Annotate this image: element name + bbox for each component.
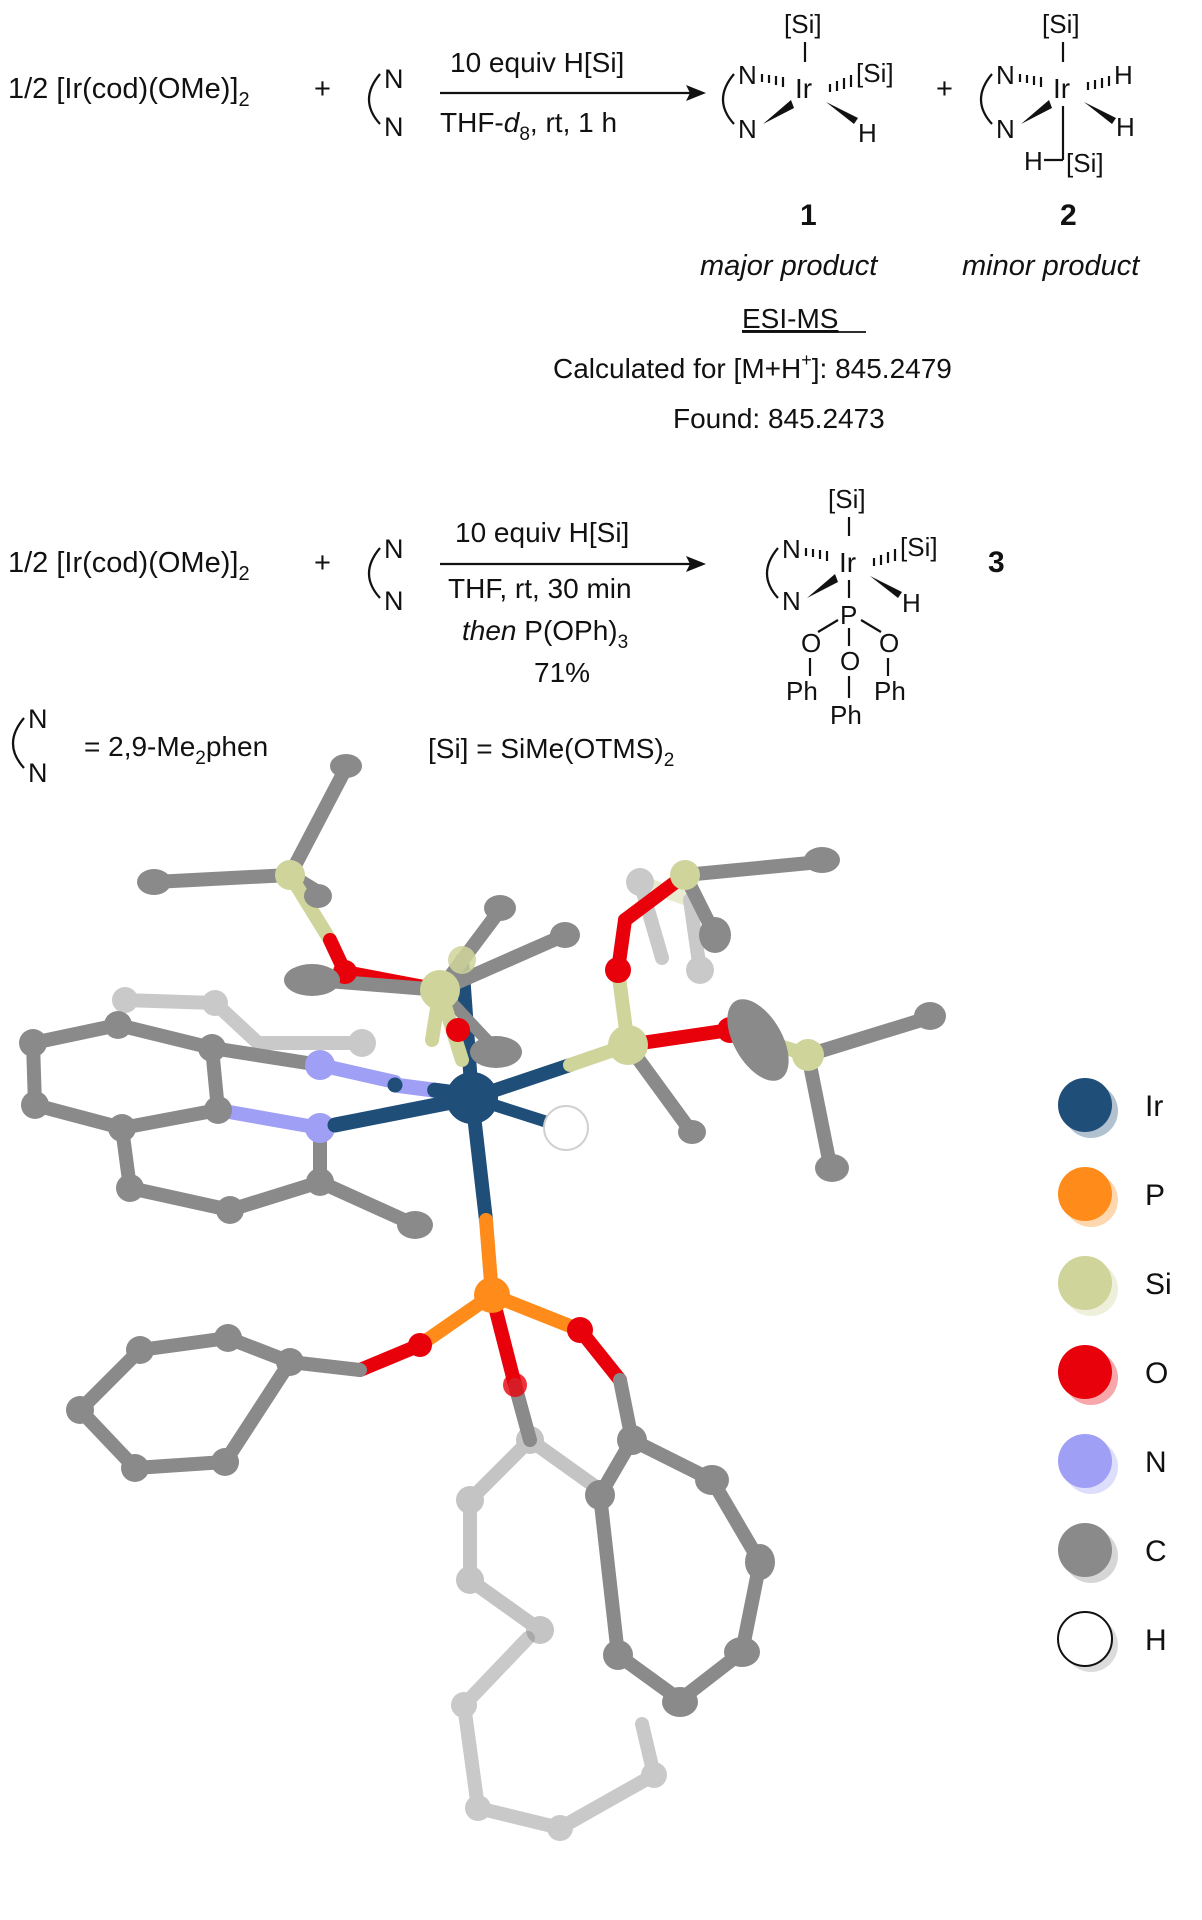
- p2-h-right: H: [1114, 60, 1133, 90]
- definitions: N N = 2,9-Me2phen [Si] = SiMe(OTMS)2: [11, 704, 674, 788]
- atom-color-legend: IrP SiO N C H: [1057, 1078, 1172, 1672]
- product-3-number: 3: [988, 546, 1005, 579]
- p3-n-bottom: N: [782, 586, 801, 616]
- legend-label: C: [1145, 1535, 1167, 1568]
- p3-o-left: O: [801, 628, 821, 658]
- p3-ir: Ir: [839, 547, 856, 578]
- legend-label: H: [1145, 1624, 1167, 1657]
- def-ligand-n-top: N: [28, 704, 48, 734]
- legend-label: Ir: [1145, 1090, 1163, 1123]
- legend-swatch: [1058, 1345, 1112, 1399]
- r1-ligand-n-bottom: N: [384, 112, 404, 142]
- esi-calculated: Calculated for [M+H+]: 845.2479: [553, 350, 952, 384]
- legend-label: O: [1145, 1357, 1168, 1390]
- p3-n-top: N: [782, 534, 801, 564]
- crystal-ir-atom: [446, 1072, 498, 1124]
- p2-ir: Ir: [1053, 73, 1070, 104]
- r1-ligand-n-top: N: [384, 64, 404, 94]
- product-1-structure: [Si] Ir N N [Si] H: [721, 9, 894, 148]
- r1-plus-2: +: [936, 73, 953, 105]
- crystal-silyl-right: [605, 847, 946, 1182]
- r2-arrow: 10 equiv H[Si] THF, rt, 30 min then P(OP…: [440, 517, 706, 688]
- r2-ligand: N N: [367, 534, 404, 616]
- reaction-2: 1/2 [Ir(cod)(OMe)]2 + N N 10 equiv H[Si]…: [8, 484, 1005, 730]
- legend-swatch: [1058, 1167, 1112, 1221]
- p2-h-lower: H: [1116, 112, 1135, 142]
- r1-arrow: 10 equiv H[Si] THF-d8, rt, 1 h: [440, 47, 706, 145]
- def-ligand-n-bottom: N: [28, 758, 48, 788]
- r1-arrow-top-label: 10 equiv H[Si]: [450, 47, 624, 78]
- p3-ph-right: Ph: [874, 676, 906, 706]
- r1-plus: +: [314, 73, 331, 105]
- p2-h-bridge: H: [1024, 146, 1043, 176]
- r2-arrow-top-label: 10 equiv H[Si]: [455, 517, 629, 548]
- r1-reagent: 1/2 [Ir(cod)(OMe)]2: [8, 73, 250, 111]
- legend-label: P: [1145, 1179, 1165, 1212]
- p3-o-middle: O: [840, 646, 860, 676]
- p3-p: P: [840, 600, 857, 630]
- esi-ms-heading: ESI-MS: [742, 303, 838, 334]
- p1-ir: Ir: [795, 73, 812, 104]
- esi-found: Found: 845.2473: [673, 403, 885, 434]
- r2-ligand-n-bottom: N: [384, 586, 404, 616]
- p2-si-bottom: [Si]: [1066, 148, 1104, 178]
- crystal-structure: [19, 754, 946, 1841]
- r2-reagent: 1/2 [Ir(cod)(OMe)]2: [8, 547, 250, 585]
- legend-item-ir: Ir: [1058, 1078, 1163, 1138]
- legend-swatch: [1058, 1523, 1112, 1577]
- crystal-silyl-top: [137, 754, 580, 1068]
- product-1-caption: major product: [700, 250, 879, 282]
- p3-o-right: O: [879, 628, 899, 658]
- legend-swatch: [1057, 1611, 1113, 1667]
- r2-plus: +: [314, 547, 331, 579]
- legend-item-c: C: [1058, 1523, 1167, 1583]
- p1-n-top: N: [738, 60, 757, 90]
- p3-si-top: [Si]: [828, 484, 866, 514]
- crystal-phenanthroline: [19, 1011, 433, 1239]
- p3-si-right: [Si]: [900, 532, 938, 562]
- legend-item-n: N: [1058, 1434, 1167, 1494]
- p2-n-top: N: [996, 60, 1015, 90]
- r2-arrow-line2: THF, rt, 30 min: [448, 573, 632, 604]
- p1-si-right: [Si]: [856, 58, 894, 88]
- p2-si-top: [Si]: [1042, 9, 1080, 39]
- p1-h: H: [858, 118, 877, 148]
- crystal-back-atoms: [112, 868, 714, 1841]
- legend-label: Si: [1145, 1268, 1172, 1301]
- legend-swatch: [1058, 1256, 1112, 1310]
- p3-ph-left: Ph: [786, 676, 818, 706]
- legend-swatch: [1058, 1434, 1112, 1488]
- product-2-number: 2: [1060, 199, 1077, 232]
- legend-item-o: O: [1058, 1345, 1168, 1405]
- p1-n-bottom: N: [738, 114, 757, 144]
- def-ligand: = 2,9-Me2phen: [84, 731, 268, 769]
- p2-n-bottom: N: [996, 114, 1015, 144]
- legend-swatch: [1058, 1078, 1112, 1132]
- legend-item-p: P: [1058, 1167, 1165, 1227]
- r2-ligand-n-top: N: [384, 534, 404, 564]
- p3-h: H: [902, 588, 921, 618]
- p1-si-top: [Si]: [784, 9, 822, 39]
- r1-ligand: N N: [367, 64, 404, 142]
- r1-arrow-bottom-label: THF-d8, rt, 1 h: [440, 107, 617, 145]
- r2-arrow-line3: then P(OPh)3: [462, 615, 628, 653]
- crystal-phosphite: [66, 1277, 775, 1717]
- def-silyl: [Si] = SiMe(OTMS)2: [428, 733, 674, 771]
- r2-yield: 71%: [534, 657, 590, 688]
- legend-item-h: H: [1057, 1611, 1167, 1672]
- product-2-caption: minor product: [962, 250, 1141, 282]
- p3-ph-middle: Ph: [830, 700, 862, 730]
- product-3-structure: [Si] Ir N N [Si] H P O O O Ph Ph Ph: [765, 484, 938, 730]
- crystal-h-atom: [543, 1105, 589, 1151]
- product-1-number: 1: [800, 199, 817, 232]
- reaction-1: 1/2 [Ir(cod)(OMe)]2 + N N 10 equiv H[Si]…: [8, 9, 1141, 434]
- legend-label: N: [1145, 1446, 1167, 1479]
- legend-item-si: Si: [1058, 1256, 1172, 1316]
- product-2-structure: [Si] Ir N N H H H [Si]: [979, 9, 1135, 178]
